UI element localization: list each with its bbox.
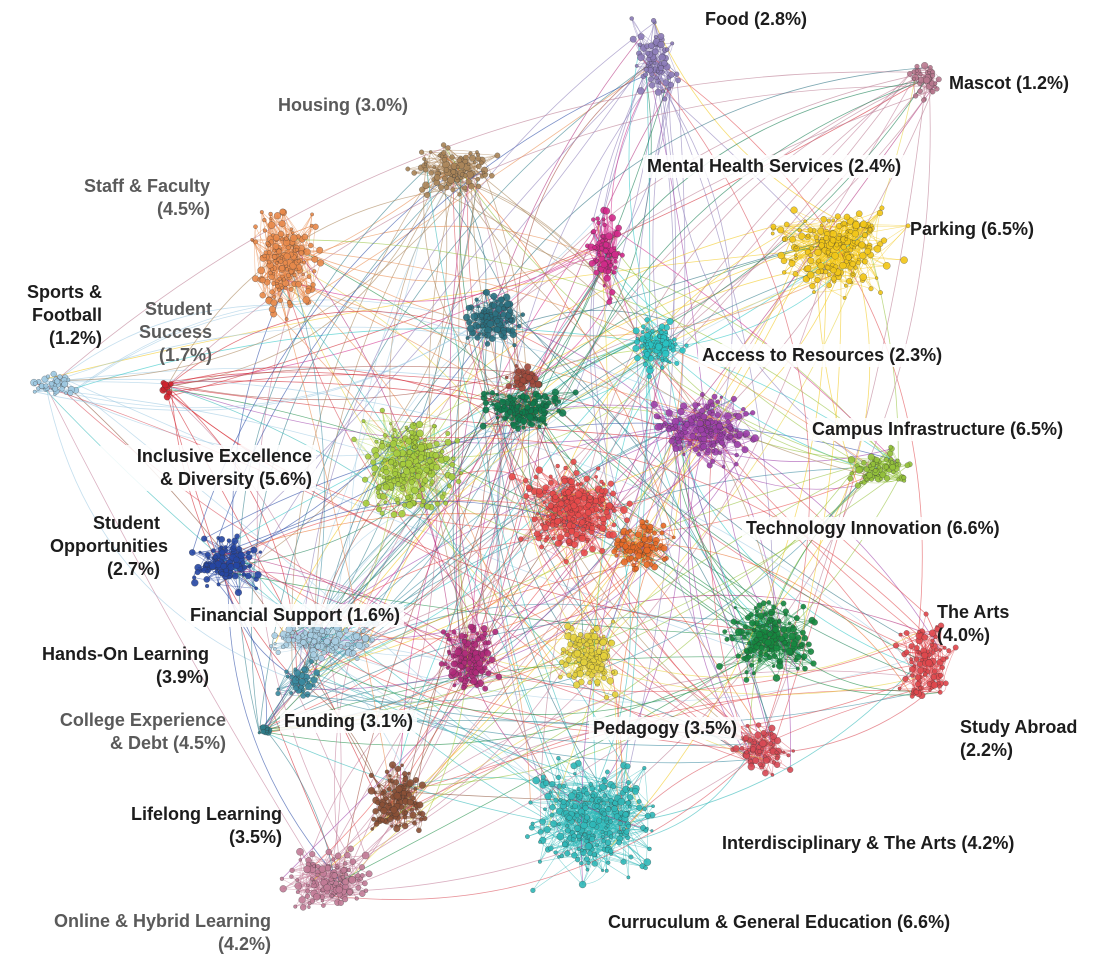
network-edge — [254, 226, 256, 279]
network-edge — [407, 156, 453, 170]
